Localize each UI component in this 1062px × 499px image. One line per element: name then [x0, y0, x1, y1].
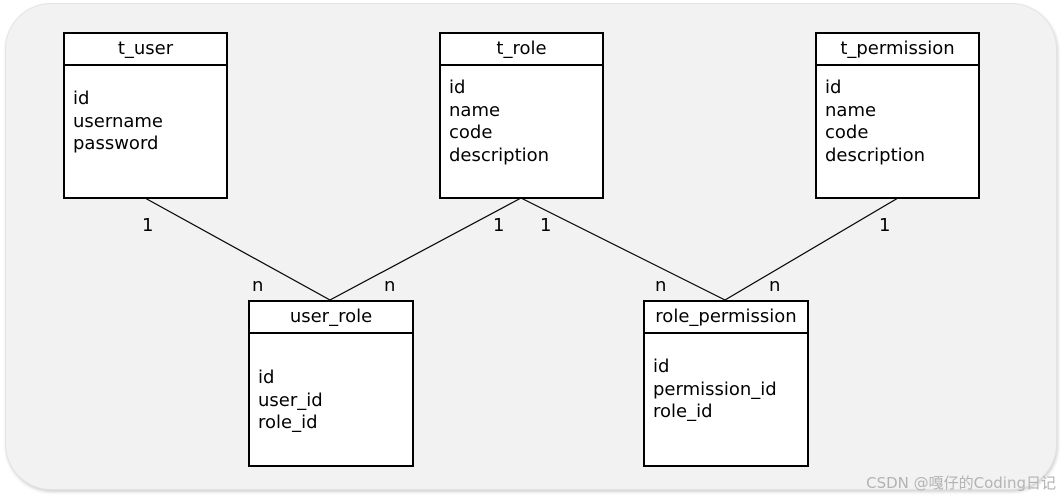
cardinality-user-one: 1 — [142, 215, 154, 236]
link-user-to-user-role — [144, 197, 331, 301]
entity-title: t_role — [441, 34, 602, 66]
entity-field: permission_id — [653, 378, 777, 400]
entity-field-list: id user_id role_id — [250, 302, 412, 435]
cardinality-user-role-n-left: n — [252, 275, 264, 296]
cardinality-user-role-n-right: n — [384, 275, 396, 296]
entity-t-user[interactable]: t_user id username password — [63, 32, 228, 199]
entity-field: role_id — [258, 412, 318, 433]
entity-title: role_permission — [645, 302, 807, 334]
entity-field: id — [73, 88, 90, 109]
link-role-to-role-permission — [520, 197, 726, 301]
entity-field-list: id name code description — [817, 34, 978, 167]
entity-title: t_user — [65, 34, 226, 66]
link-permission-to-role-permission — [724, 197, 899, 301]
entity-title: t_permission — [817, 34, 978, 66]
entity-field: id — [258, 367, 275, 388]
entity-user-role[interactable]: user_role id user_id role_id — [248, 300, 414, 467]
entity-field: username — [73, 110, 163, 132]
entity-field: name — [825, 99, 877, 121]
entity-field: password — [73, 133, 159, 154]
cardinality-role-permission-n-right: n — [769, 275, 781, 296]
entity-field: description — [449, 144, 550, 166]
entity-field: role_id — [653, 401, 713, 422]
link-role-to-user-role — [329, 197, 522, 301]
watermark-text: CSDN @嘎仔的Coding日记 — [866, 474, 1056, 492]
entity-field-list: id name code description — [441, 34, 602, 167]
entity-role-permission[interactable]: role_permission id permission_id role_id — [643, 300, 809, 467]
entity-field: user_id — [258, 389, 323, 411]
entity-field: id — [653, 356, 670, 377]
entity-field: id — [449, 77, 466, 98]
entity-field-list: id username password — [65, 34, 226, 156]
entity-t-permission[interactable]: t_permission id name code description — [815, 32, 980, 199]
cardinality-role-one-right: 1 — [540, 215, 552, 236]
entity-field: id — [825, 77, 842, 98]
entity-title: user_role — [250, 302, 412, 334]
entity-field: name — [449, 99, 501, 121]
entity-t-role[interactable]: t_role id name code description — [439, 32, 604, 199]
cardinality-role-one-left: 1 — [493, 215, 505, 236]
cardinality-permission-one: 1 — [879, 215, 891, 236]
entity-field-list: id permission_id role_id — [645, 302, 807, 424]
entity-field: description — [825, 144, 926, 166]
entity-field: code — [449, 122, 493, 143]
cardinality-role-permission-n-left: n — [655, 275, 667, 296]
entity-field: code — [825, 122, 869, 143]
